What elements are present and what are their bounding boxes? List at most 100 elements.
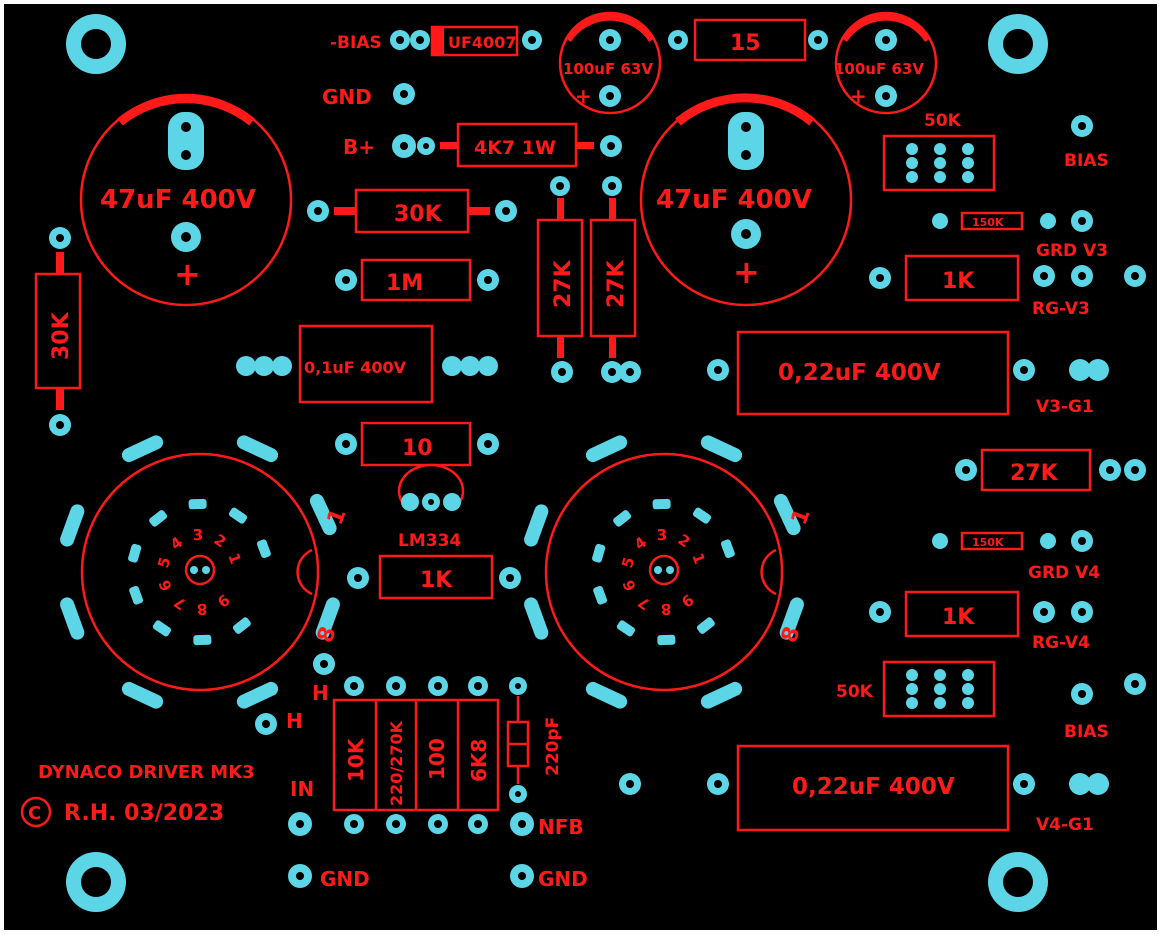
tube-pin-1: [256, 539, 271, 559]
resistor-1k-center: 1K: [378, 554, 494, 600]
tube-pin-2: [692, 507, 712, 524]
svg-text:1K: 1K: [942, 269, 975, 294]
resistor-bank: 10K 220/270K 100 6K8: [332, 676, 500, 834]
label-v4-g1: V4-G1: [1036, 815, 1094, 835]
resistor-150k-v3: 150K: [960, 211, 1024, 231]
svg-text:47uF 400V: 47uF 400V: [656, 185, 812, 215]
tube-pin-9: [696, 617, 715, 634]
label-50k-bottom: 50K: [836, 682, 874, 702]
label-gnd-bottom-right: GND: [538, 867, 588, 891]
svg-text:+: +: [174, 255, 201, 293]
cap-100uf-left: 100uF 63V +: [558, 11, 662, 115]
tube-pin-1: [720, 539, 735, 559]
label-neg-bias: -BIAS: [330, 33, 382, 53]
svg-text:6K8: 6K8: [467, 739, 491, 782]
tube-pin-label-5: 5: [618, 555, 638, 570]
tube-pin-7: [152, 620, 172, 637]
cap-47uf-left: 47uF 400V +: [79, 93, 293, 307]
svg-text:15: 15: [730, 31, 761, 56]
tube-pin-5: [592, 543, 606, 563]
tube-pin-6: [593, 585, 608, 605]
svg-text:0,1uF 400V: 0,1uF 400V: [304, 358, 407, 377]
tube-pin-label-3: 3: [192, 526, 203, 544]
cap-0-1uf: 0,1uF 400V: [236, 324, 498, 404]
board-credit: R.H. 03/2023: [64, 801, 224, 826]
tube-pin-9: [232, 617, 251, 634]
board-title: DYNACO DRIVER MK3: [38, 762, 255, 783]
svg-text:30K: 30K: [49, 311, 74, 360]
svg-text:1K: 1K: [420, 568, 453, 593]
resistor-27k-right: 27K: [980, 448, 1092, 492]
label-heater-1: H: [312, 681, 329, 705]
svg-text:0,22uF 400V: 0,22uF 400V: [792, 774, 955, 800]
resistor-30k-top: 30K: [334, 188, 490, 234]
label-grd-v3: GRD V3: [1036, 241, 1108, 261]
diode-uf4007: UF4007: [430, 25, 519, 57]
svg-text:LM334: LM334: [398, 531, 461, 551]
resistor-30k-left: 30K: [34, 252, 82, 410]
label-50k-top: 50K: [924, 111, 962, 131]
label-v3-g1: V3-G1: [1036, 397, 1094, 417]
label-grd-v4: GRD V4: [1028, 563, 1100, 583]
lm334: LM334: [397, 463, 465, 551]
svg-text:C: C: [28, 803, 41, 824]
tube-pin-label-3: 3: [656, 526, 667, 544]
svg-text:10: 10: [402, 436, 433, 461]
svg-text:+: +: [575, 84, 592, 108]
resistor-1k-v4: 1K: [904, 590, 1020, 638]
label-nfb: NFB: [538, 815, 584, 839]
tube-pin-8: [193, 634, 212, 646]
label-gnd-bottom-left: GND: [320, 867, 370, 891]
tube-pin-4: [149, 510, 168, 527]
label-bias-top: BIAS: [1064, 151, 1109, 171]
label-heater-2: H: [286, 709, 303, 733]
tube-pin-8: [657, 634, 676, 646]
tube-pin-2: [228, 507, 248, 524]
tube-pin-label-8: 8: [661, 600, 672, 618]
svg-text:47uF 400V: 47uF 400V: [100, 185, 256, 215]
svg-text:150K: 150K: [972, 536, 1004, 549]
resistor-1m: 1M: [360, 258, 472, 302]
svg-text:1K: 1K: [942, 605, 975, 630]
copyright-symbol: C: [20, 796, 52, 828]
label-bias-bottom: BIAS: [1064, 722, 1109, 742]
cap-0-22uf-top: 0,22uF 400V: [736, 330, 1010, 416]
svg-text:4K7 1W: 4K7 1W: [474, 137, 556, 159]
pot-50k-bottom: [882, 660, 996, 718]
svg-text:UF4007: UF4007: [448, 33, 516, 52]
resistor-27k-b: 27K: [589, 198, 637, 358]
resistor-15: 15: [693, 18, 807, 62]
cap-0-22uf-bottom: 0,22uF 400V: [736, 744, 1010, 832]
svg-text:27K: 27K: [1010, 461, 1059, 486]
svg-text:150K: 150K: [972, 216, 1004, 229]
svg-text:0,22uF 400V: 0,22uF 400V: [778, 360, 941, 386]
svg-text:+: +: [850, 84, 867, 108]
cap-47uf-right: 47uF 400V +: [639, 93, 853, 307]
svg-text:100uF 63V: 100uF 63V: [834, 60, 924, 78]
label-gnd-top: GND: [322, 85, 372, 109]
svg-text:100uF 63V: 100uF 63V: [563, 60, 653, 78]
svg-text:+: +: [733, 253, 760, 291]
svg-text:30K: 30K: [394, 202, 443, 227]
cap-100uf-right: 100uF 63V +: [834, 11, 938, 115]
cap-220pf: 220pF: [506, 677, 563, 803]
label-rg-v3: RG-V3: [1032, 299, 1090, 319]
resistor-150k-v4: 150K: [960, 531, 1024, 551]
pot-50k-top: [882, 134, 996, 192]
tube-pin-7: [616, 620, 636, 637]
tube-pin-label-5: 5: [154, 555, 174, 570]
svg-text:220/270K: 220/270K: [387, 720, 406, 806]
svg-text:100: 100: [425, 738, 449, 780]
resistor-27k-a: 27K: [536, 198, 584, 358]
tube-pin-3: [652, 498, 671, 510]
label-rg-v4: RG-V4: [1032, 633, 1090, 653]
svg-text:1M: 1M: [386, 271, 423, 296]
mounting-holes: [66, 14, 1048, 912]
tube-pin-4: [613, 510, 632, 527]
svg-text:220pF: 220pF: [543, 717, 563, 776]
tube-pin-3: [188, 498, 207, 510]
svg-text:27K: 27K: [604, 259, 629, 308]
tube-pin-5: [128, 543, 142, 563]
